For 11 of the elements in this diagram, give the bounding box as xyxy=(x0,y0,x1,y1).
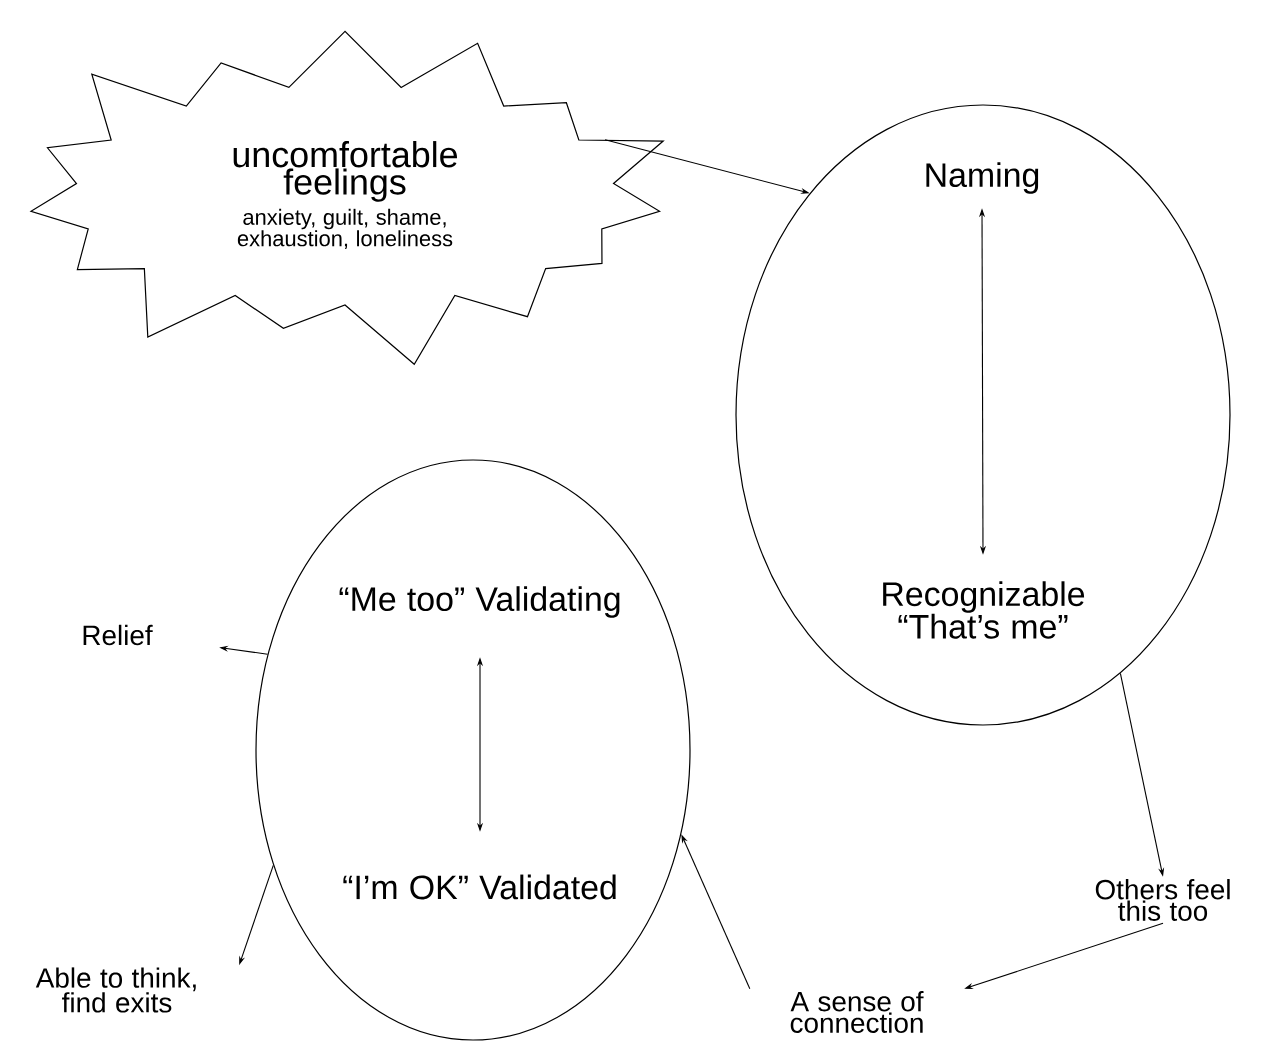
text-label: Others feel this too xyxy=(1095,879,1230,921)
oval xyxy=(735,104,1231,726)
text-label: Naming xyxy=(926,162,1039,194)
text-label: Recognizable “That’s me” xyxy=(883,581,1085,639)
starburst: uncomfortable feelings anxiety, guilt, shame, exhaustion, loneliness xyxy=(29,30,665,366)
text-label: “Me too” Validating xyxy=(339,586,620,618)
text-label: “I’m OK” Validated xyxy=(343,874,616,900)
text-label: Able to think, find exits xyxy=(35,967,196,1013)
oval xyxy=(255,459,691,1041)
text-label: A sense of connection xyxy=(790,991,924,1033)
text-label: Relief xyxy=(83,624,153,646)
